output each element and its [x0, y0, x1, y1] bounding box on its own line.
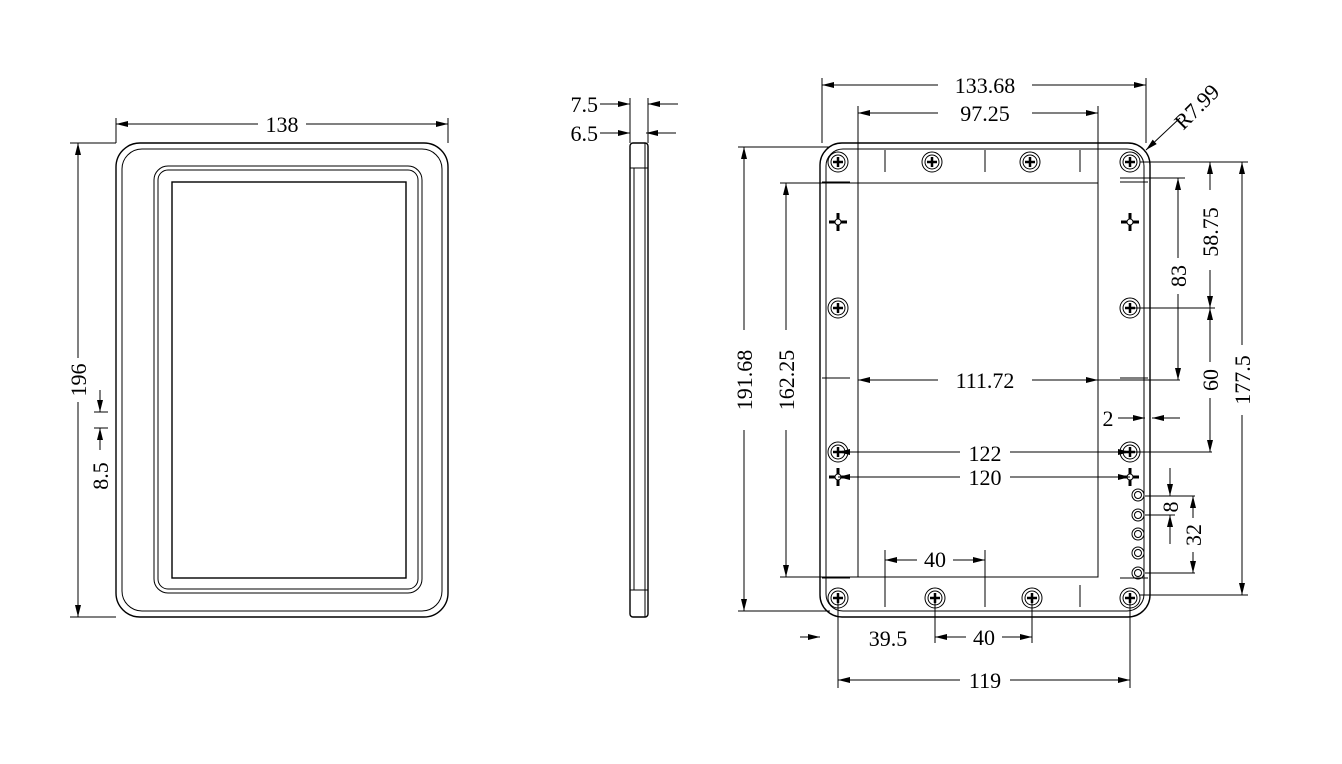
front-bezel: [153, 165, 423, 594]
side-profile: [629, 142, 649, 618]
dim-side-hole-pitch: 83: [1166, 265, 1191, 287]
dim-led-pitch: 8: [1158, 502, 1183, 513]
side-view: 7.5 6.5: [571, 92, 678, 618]
front-screen: [171, 181, 407, 579]
dim-window-width: 97.25: [960, 101, 1010, 126]
dim-slot-span: 111.72: [956, 368, 1015, 393]
dim-front-height: 196: [66, 364, 91, 397]
dim-overall-width: 133.68: [955, 73, 1016, 98]
dim-top-slot-pitch: 40: [924, 547, 946, 572]
dim-top-hole-offset: 58.75: [1198, 207, 1223, 257]
dim-vertical-hole-span: 177.5: [1230, 355, 1255, 405]
dim-side-inner: 6.5: [571, 121, 599, 146]
dim-gap: 2: [1103, 406, 1114, 431]
dim-led-span: 32: [1181, 524, 1206, 546]
led-holes: [1131, 488, 1145, 580]
dim-front-width: 138: [266, 112, 299, 137]
dim-hole-span-lower: 120: [969, 465, 1002, 490]
dim-bottom-hole-pitch: 40: [973, 625, 995, 650]
dim-mid-hole-pitch: 60: [1198, 369, 1223, 391]
dim-side-outer: 7.5: [571, 92, 599, 117]
dim-front-offset: 8.5: [88, 462, 113, 490]
dim-window-height: 162.25: [774, 350, 799, 411]
dim-overall-height: 191.68: [732, 350, 757, 411]
dim-hole-span-upper: 122: [969, 441, 1002, 466]
front-view: 138 196 8.5: [66, 112, 449, 618]
dim-corner-radius: R7.99: [1169, 79, 1224, 134]
dim-edge-offset: 39.5: [869, 626, 908, 651]
front-outer-frame: [115, 142, 449, 618]
slots: [822, 150, 1148, 607]
back-view: 133.68 97.25 R7.99 191.68 162.25 111.72 …: [732, 72, 1255, 693]
dim-bottom-hole-span: 119: [969, 668, 1001, 693]
